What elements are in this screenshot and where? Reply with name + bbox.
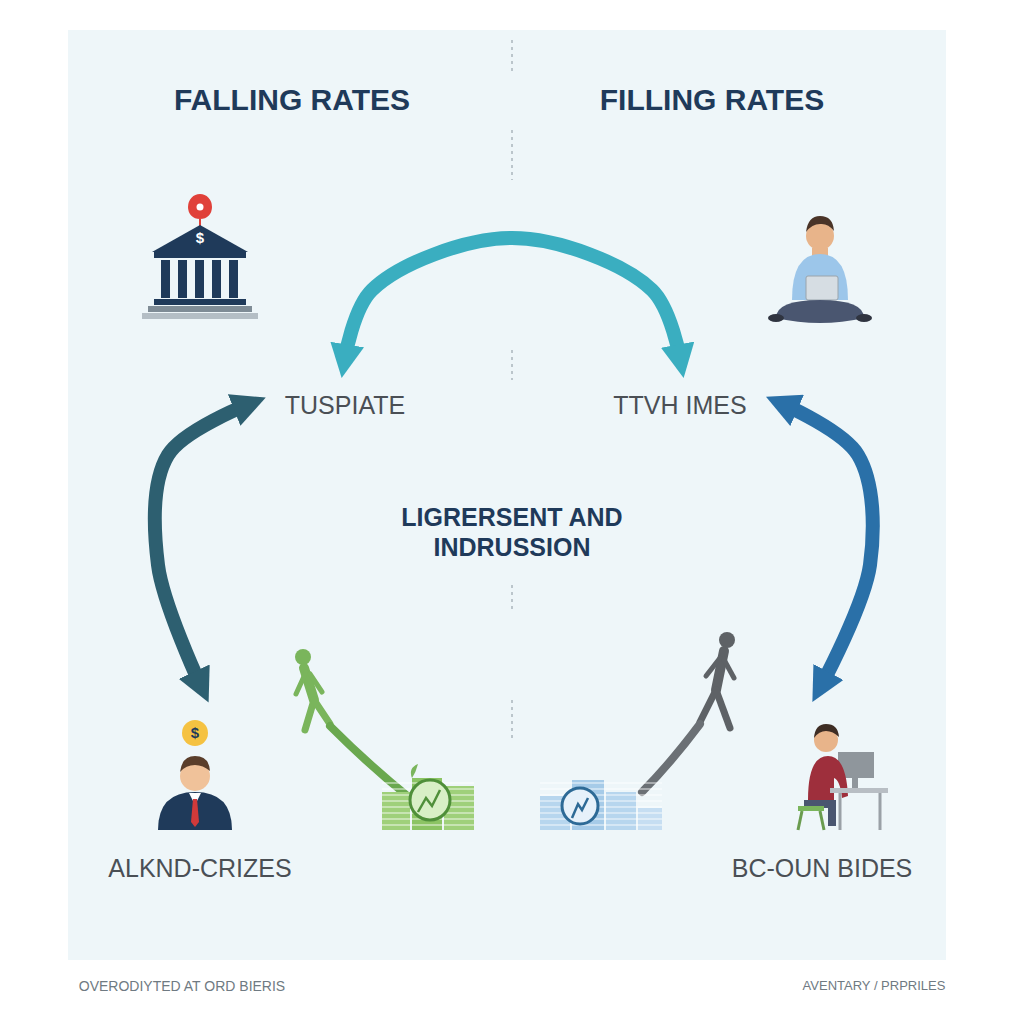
node-label: BC-OUN BIDES (728, 851, 917, 885)
walking-figure-grey (642, 632, 735, 792)
currency-symbol: $ (196, 229, 204, 247)
panel (68, 30, 946, 960)
label-node: ALKND-CRIZES (96, 710, 303, 885)
divider (511, 40, 512, 740)
walking-figure-green (295, 649, 410, 798)
node-label: TTVH IMES (609, 388, 750, 422)
laptop-person-icon (768, 216, 872, 323)
label-node: TTVH IMES (601, 384, 758, 426)
label-node: BC-OUN BIDES (720, 710, 925, 885)
bank-icon (142, 195, 258, 319)
connector-arrow (785, 405, 873, 684)
center-label: LIGRERSENT AND INDRUSSION (377, 502, 647, 562)
currency-symbol: $ (191, 724, 199, 742)
connector-arrow (155, 405, 247, 684)
column-heading: FALLING RATES (174, 82, 410, 118)
bar-chart-blue (540, 780, 662, 830)
node-label: TUSPIATE (281, 388, 409, 422)
footer-note: OVERODIYTED AT ORD BIERIS (79, 978, 285, 995)
businessman-icon (158, 720, 232, 830)
label-node: TUSPIATE (273, 384, 417, 426)
bar-chart-green (382, 764, 474, 830)
column-heading: FILLING RATES (600, 82, 824, 118)
desk-worker-icon (798, 724, 888, 830)
node-label: ALKND-CRIZES (104, 851, 295, 885)
connector-arrow (345, 238, 680, 358)
footer-note: AVENTARY / PRPRILES (803, 978, 946, 994)
